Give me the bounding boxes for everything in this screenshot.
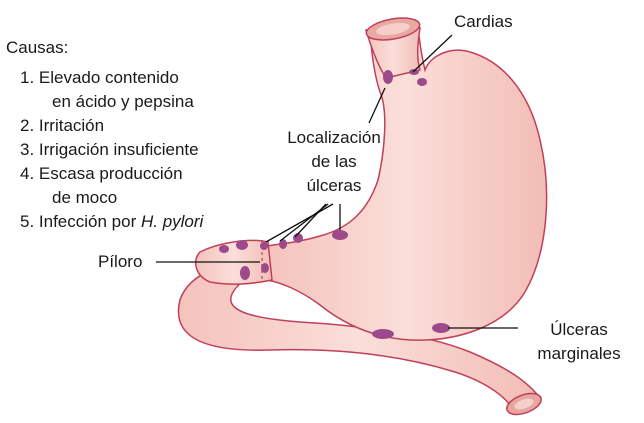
label-localizacion-1: Localización [282, 128, 386, 148]
cause-item-4: 4. Escasa producción [20, 164, 183, 184]
cause-item-3: 3. Irrigación insuficiente [20, 140, 199, 160]
ulcer-spot [332, 230, 348, 240]
cause-item-5-italic: H. pylori [141, 212, 203, 231]
ulcer-spot [372, 329, 394, 339]
cause-item-2: 2. Irritación [20, 116, 104, 136]
cause-item-4-cont: de moco [52, 188, 117, 208]
ulcer-spot [236, 240, 248, 250]
ulcer-spot [409, 69, 419, 75]
ulcer-spot [240, 266, 250, 280]
label-localizacion-3: úlceras [282, 176, 386, 196]
label-ulceras-marginales-2: marginales [522, 344, 636, 364]
ulcer-spot [383, 70, 393, 84]
label-piloro: Píloro [98, 252, 142, 272]
label-cardias: Cardias [454, 12, 513, 32]
ulcer-spot [260, 242, 268, 250]
localizacion-leader-cardia [369, 88, 385, 123]
ulcer-spot [261, 263, 269, 273]
ulcer-spot [432, 323, 450, 333]
ulcer-spot [417, 78, 427, 86]
cause-item-5: 5. Infección por H. pylori [20, 212, 203, 232]
cause-item-1-cont: en ácido y pepsina [52, 92, 194, 112]
cause-item-1: 1. Elevado contenido [20, 68, 179, 88]
label-ulceras-marginales-1: Úlceras [522, 320, 636, 340]
cause-item-5-text: 5. Infección por [20, 212, 141, 231]
causes-title: Causas: [6, 38, 68, 58]
ulcer-spot [219, 245, 229, 253]
label-localizacion-2: de las [282, 152, 386, 172]
